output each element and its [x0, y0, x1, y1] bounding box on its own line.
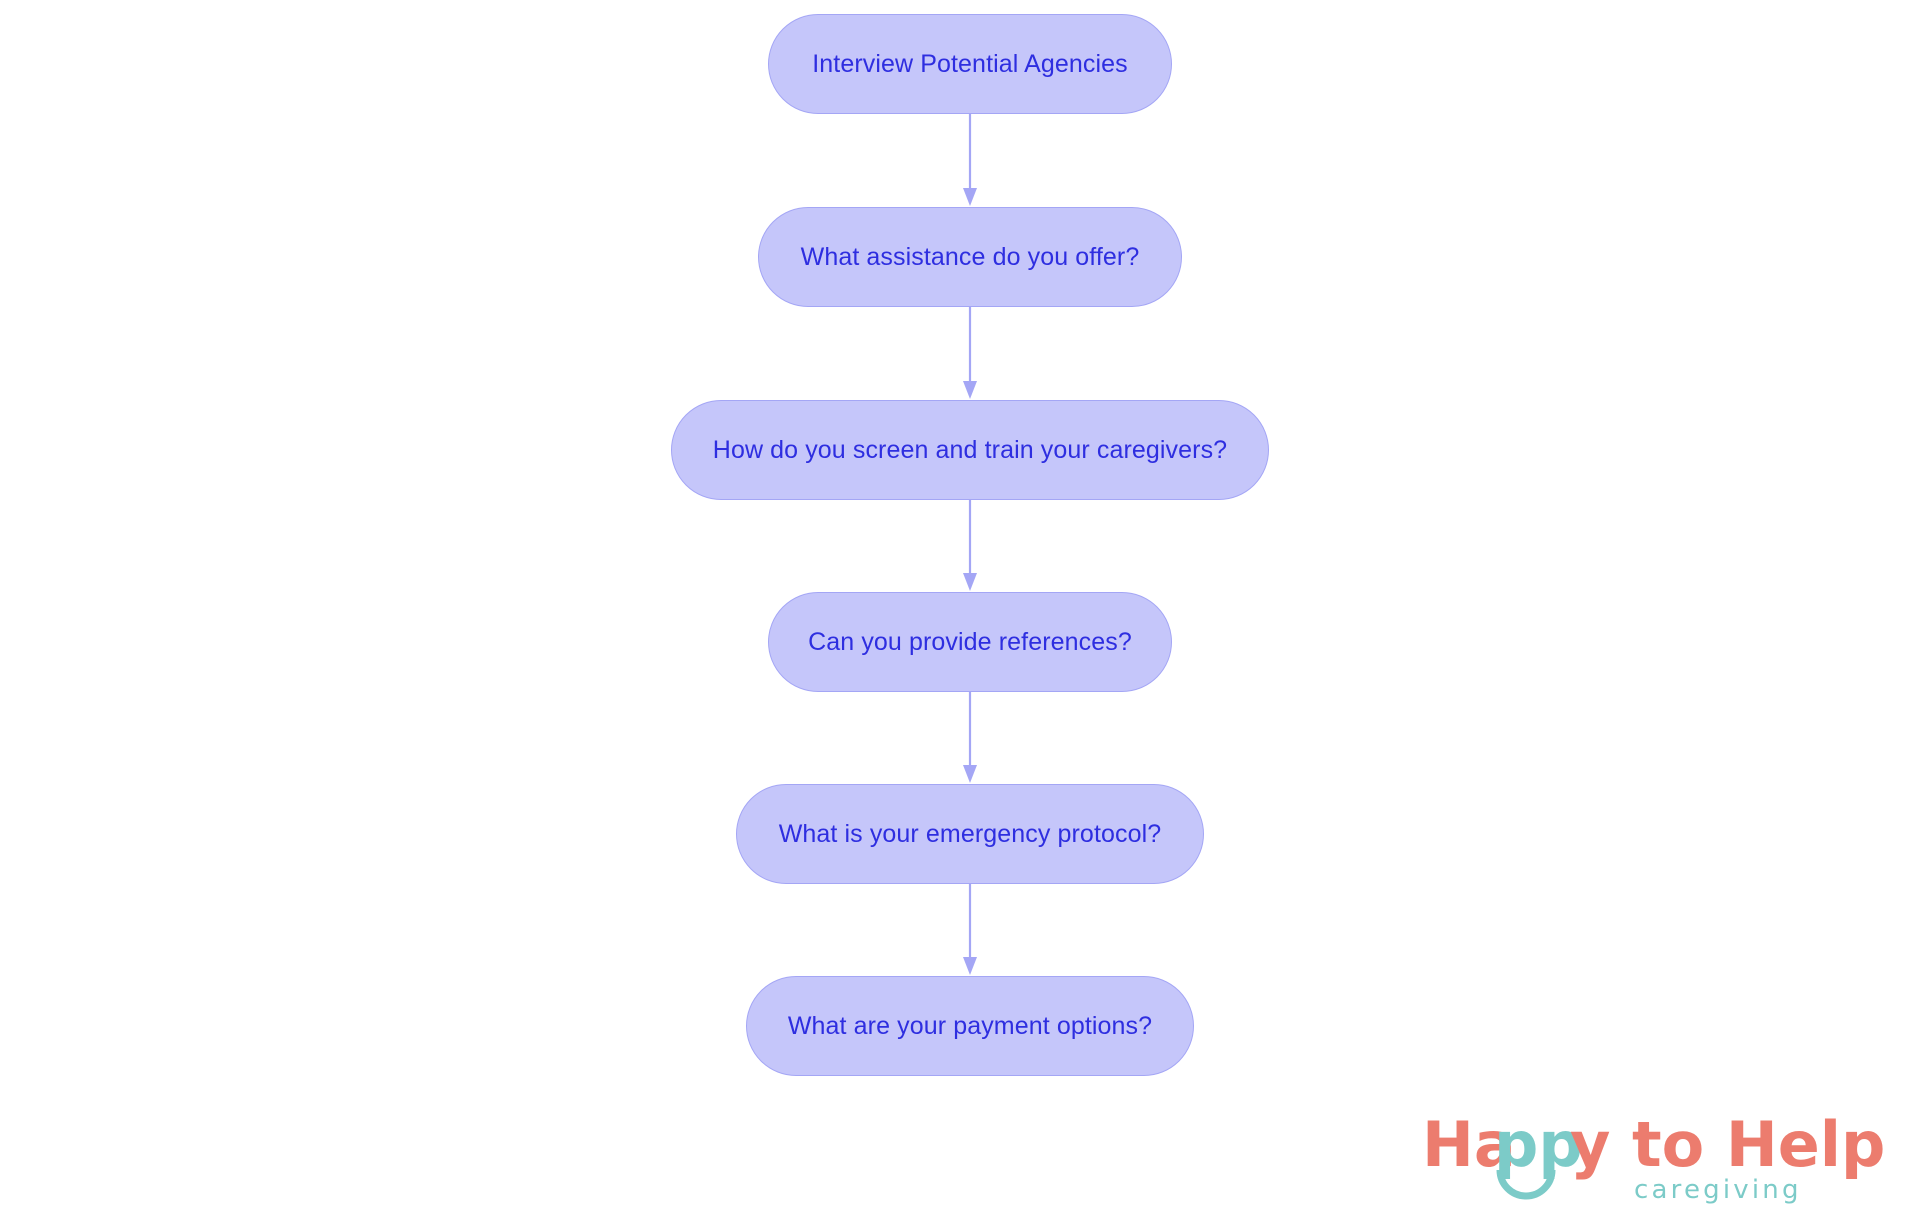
flow-node-label: What is your emergency protocol?: [778, 819, 1162, 848]
flow-arrow-1-2: [959, 114, 981, 207]
flow-node-3[interactable]: How do you screen and train your caregiv…: [671, 400, 1269, 500]
smile-arc-icon: [1496, 1169, 1556, 1200]
flow-arrow-5-6: [959, 884, 981, 976]
flow-node-4[interactable]: Can you provide references?: [768, 592, 1172, 692]
brand-logo: Ha pp y to Help caregiving: [1422, 1108, 1892, 1208]
flow-node-6[interactable]: What are your payment options?: [746, 976, 1194, 1076]
logo-subtitle: caregiving: [1634, 1175, 1802, 1205]
flow-arrow-3-4: [959, 500, 981, 592]
flow-node-label: Can you provide references?: [808, 627, 1132, 656]
flow-node-label: How do you screen and train your caregiv…: [712, 435, 1228, 464]
logo-word-part-3: y to Help: [1570, 1108, 1885, 1181]
flow-node-2[interactable]: What assistance do you offer?: [758, 207, 1182, 307]
flow-node-label: Interview Potential Agencies: [812, 49, 1128, 78]
flow-arrow-4-5: [959, 692, 981, 784]
flow-node-1[interactable]: Interview Potential Agencies: [768, 14, 1172, 114]
flow-node-label: What are your payment options?: [787, 1011, 1153, 1040]
logo-word-part-2: pp: [1494, 1108, 1583, 1181]
flowchart-diagram: Interview Potential Agencies What assist…: [671, 14, 1269, 1076]
logo-word-part-1: Ha: [1422, 1108, 1516, 1181]
flow-node-5[interactable]: What is your emergency protocol?: [736, 784, 1204, 884]
flow-node-label: What assistance do you offer?: [800, 242, 1140, 271]
flow-arrow-2-3: [959, 307, 981, 400]
